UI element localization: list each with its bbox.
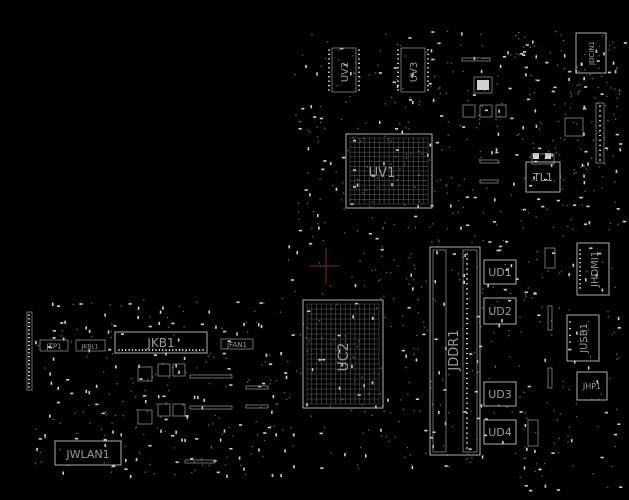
jddr1-slot[interactable]: JDDR1: [429, 246, 481, 456]
jwlan1-label: JWLAN1: [65, 448, 109, 461]
small-ic-top[interactable]: [473, 76, 493, 94]
uv2-chip[interactable]: UV2: [328, 47, 360, 93]
misc-ic-outlines: [461, 57, 584, 447]
ud1-chip[interactable]: UD1: [483, 259, 517, 285]
jtp1-label: JTP1: [45, 343, 61, 351]
jhp1-label: JHP1: [582, 382, 601, 391]
uc2-cpu-bga[interactable]: UC2: [302, 299, 384, 409]
ud4-chip[interactable]: UD4: [483, 419, 517, 445]
uv1-gpu-bga[interactable]: UV1: [345, 133, 433, 209]
uv1-label: UV1: [369, 166, 396, 181]
jkb1-connector[interactable]: JKB1: [114, 331, 208, 354]
jddr1-label: JDDR1: [447, 329, 462, 371]
ud2-label: UD2: [488, 305, 512, 318]
ud1-label: UD1: [488, 266, 512, 279]
left-part-outlines: [137, 363, 269, 464]
jtp1-connector[interactable]: JTP1: [39, 339, 69, 352]
jdcin1-label: JDCIN1: [588, 41, 596, 66]
crosshair-marker: [310, 248, 340, 284]
uv3-label: UV3: [409, 62, 420, 83]
jdcin1-connector[interactable]: JDCIN1: [575, 32, 607, 74]
jkbl1-connector[interactable]: JKBL1: [75, 339, 106, 352]
uc2-label: UC2: [336, 343, 352, 372]
left-edge-connector[interactable]: [26, 311, 33, 391]
ud4-label: UD4: [488, 426, 512, 439]
right-edge-connector[interactable]: [595, 102, 605, 164]
jfan1-label: JFAN1: [226, 341, 247, 349]
via-layer: [34, 30, 626, 491]
ud3-chip[interactable]: UD3: [483, 381, 517, 407]
jkb1-label: JKB1: [146, 336, 174, 350]
ud3-label: UD3: [488, 388, 512, 401]
tl1-transformer[interactable]: TL1: [525, 153, 561, 193]
jusb1-label: JUSB1: [579, 323, 590, 354]
jhdmi1-connector[interactable]: JHDMI1: [576, 242, 610, 296]
jwlan1-connector[interactable]: JWLAN1: [54, 440, 122, 466]
jhp1-connector[interactable]: JHP1: [576, 371, 608, 401]
jkbl1-label: JKBL1: [81, 344, 99, 351]
jusb1-connector[interactable]: JUSB1: [566, 314, 600, 362]
jhdmi1-label: JHDMI1: [590, 251, 601, 288]
ud2-chip[interactable]: UD2: [483, 297, 517, 325]
uv3-chip[interactable]: UV3: [397, 47, 429, 93]
jfan1-connector[interactable]: JFAN1: [220, 338, 254, 350]
tl1-label: TL1: [532, 171, 553, 184]
uv2-label: UV2: [340, 62, 351, 83]
